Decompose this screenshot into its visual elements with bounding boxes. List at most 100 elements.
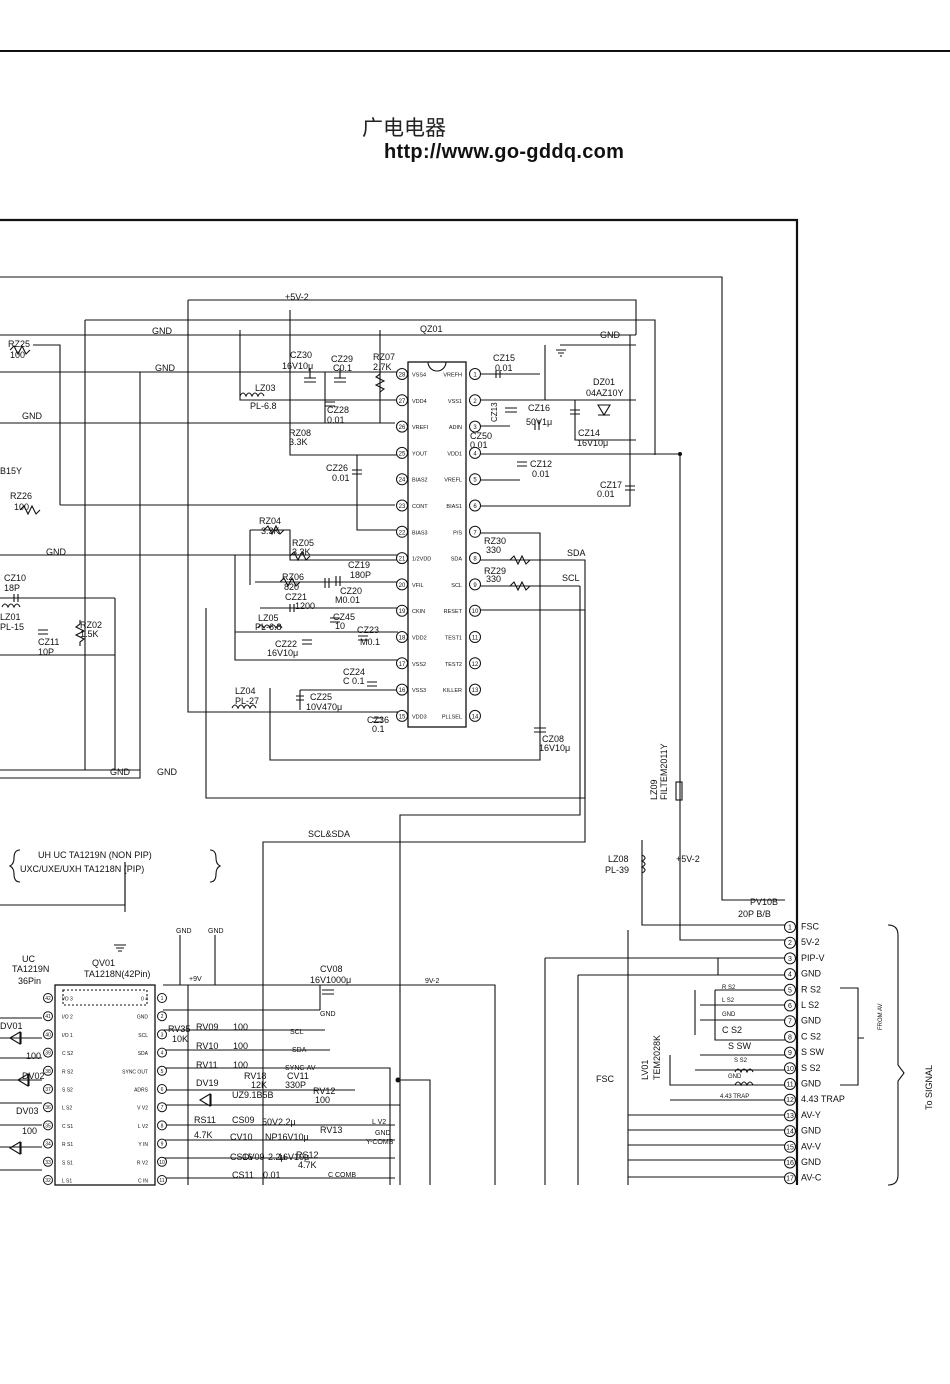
label-qv01-ic: TA1218N(42Pin) (84, 969, 150, 979)
pin-number: 26 (399, 425, 406, 431)
label-dz01: DZ01 (593, 377, 615, 387)
pin-name: VSS3 (412, 688, 426, 694)
label-gnd-2: GND (600, 330, 621, 340)
pin-circle (784, 952, 796, 965)
label-rz04-val: 3.3K (261, 526, 280, 536)
pin-number: 38 (45, 1069, 51, 1075)
diode-dv03b (8, 1141, 22, 1155)
label-uc: UC (22, 954, 35, 964)
inductor-lz01 (1, 603, 21, 609)
label-cv08-val: 16V1000μ (310, 975, 351, 985)
label-dv02: DV02 (22, 1071, 45, 1081)
label-pv10b-type: 20P B/B (738, 909, 771, 919)
pin-circle (157, 1029, 167, 1040)
pin-number: 35 (45, 1123, 51, 1129)
pin-name: R V2 (137, 1160, 148, 1166)
label-cz17-val: 0.01 (597, 489, 615, 499)
header-url: http://www.go-gddq.com (384, 141, 625, 163)
pin-number: 20 (399, 583, 406, 589)
pin-name: SDA (451, 557, 463, 563)
qv01-pin-10: 10R V2 (137, 1156, 167, 1167)
label-cz13: CZ13 (490, 402, 499, 422)
pin-name: BIAS3 (412, 530, 428, 536)
pin-name: VSS2 (412, 662, 426, 668)
connector-side-label: GND (722, 1012, 736, 1018)
pin-number: 36 (45, 1105, 51, 1111)
cap-cz21 (289, 604, 295, 612)
ground-symbol (556, 349, 566, 357)
pin-circle (396, 473, 408, 486)
pin-number: 39 (45, 1051, 51, 1057)
pin-name: GND (137, 1015, 149, 1021)
component-symbols (1, 344, 905, 1186)
diode-dv01 (8, 1031, 22, 1045)
pin-name: VDD1 (447, 451, 462, 457)
cap-cz45 (330, 617, 340, 623)
label-c-comb: C COMB (328, 1172, 356, 1179)
label-gnd-8: GND (176, 928, 192, 935)
label-rv11-val: 100 (233, 1060, 248, 1070)
pin-name: ADIN (449, 425, 462, 431)
pin-circle (784, 1156, 796, 1169)
pin-circle (784, 921, 796, 933)
label-uc-pins: 36Pin (18, 976, 41, 986)
label-cs09-val: 50V2.2μ (262, 1117, 296, 1127)
top-rule (0, 50, 950, 52)
pin-circle (469, 578, 481, 591)
pin-number: 12 (786, 1097, 794, 1104)
pin-number: 16 (399, 688, 406, 694)
pin-number: 1 (788, 924, 792, 931)
pin-circle (396, 420, 408, 433)
label-cz16-val: 50V1μ (526, 417, 552, 427)
pin-name: AV-V (801, 1141, 821, 1151)
label-to-signal: To SIGNAL (924, 1065, 934, 1110)
label-rv09: RV09 (196, 1022, 218, 1032)
label-cz11-val: 10P (38, 647, 54, 657)
label-lz04: LZ04 (235, 686, 256, 696)
pin-name: VFIL (412, 583, 424, 589)
pin-circle (396, 499, 408, 512)
label-gnd-4: GND (22, 411, 43, 421)
pin-number: 16 (786, 1160, 794, 1167)
label-qv01: QV01 (92, 958, 115, 968)
pin-name: S S1 (62, 1160, 73, 1166)
cap-cz22 (302, 639, 312, 645)
label-r100-2: 100 (22, 1126, 37, 1136)
label-lz05: LZ05 (258, 613, 279, 623)
label-rv09-val: 100 (233, 1022, 248, 1032)
pin-circle (396, 394, 408, 407)
pin-number: 6 (161, 1087, 164, 1093)
label-rs11-val: 4.7K (194, 1130, 213, 1140)
pin-name: C S2 (62, 1051, 73, 1057)
label-cz12-val: 0.01 (532, 469, 550, 479)
label-cz20: CZ20 (340, 586, 362, 596)
label-cz45: CZ45 (333, 612, 355, 622)
label-5v-2-top: +5V-2 (285, 292, 309, 302)
label-rs12-val: 4.7K (298, 1160, 317, 1170)
pin-circle (469, 683, 481, 696)
label-rz06: RZ06 (282, 572, 304, 582)
pin-number: 4 (788, 972, 792, 979)
from-av-brace (840, 987, 864, 1086)
pin-circle (396, 578, 408, 591)
pin-number: 13 (472, 688, 479, 694)
cap-cz25 (296, 690, 304, 710)
label-lv2: L V2 (372, 1119, 386, 1126)
inductor-s-s2 (734, 1068, 754, 1074)
pin-name: PIP-V (801, 953, 825, 963)
label-gnd-6: GND (110, 767, 131, 777)
label-rz25-val: 100 (10, 350, 25, 360)
pin-circle (157, 1047, 167, 1058)
label-sda: SDA (567, 548, 586, 558)
pin-name: VDD4 (412, 399, 427, 405)
